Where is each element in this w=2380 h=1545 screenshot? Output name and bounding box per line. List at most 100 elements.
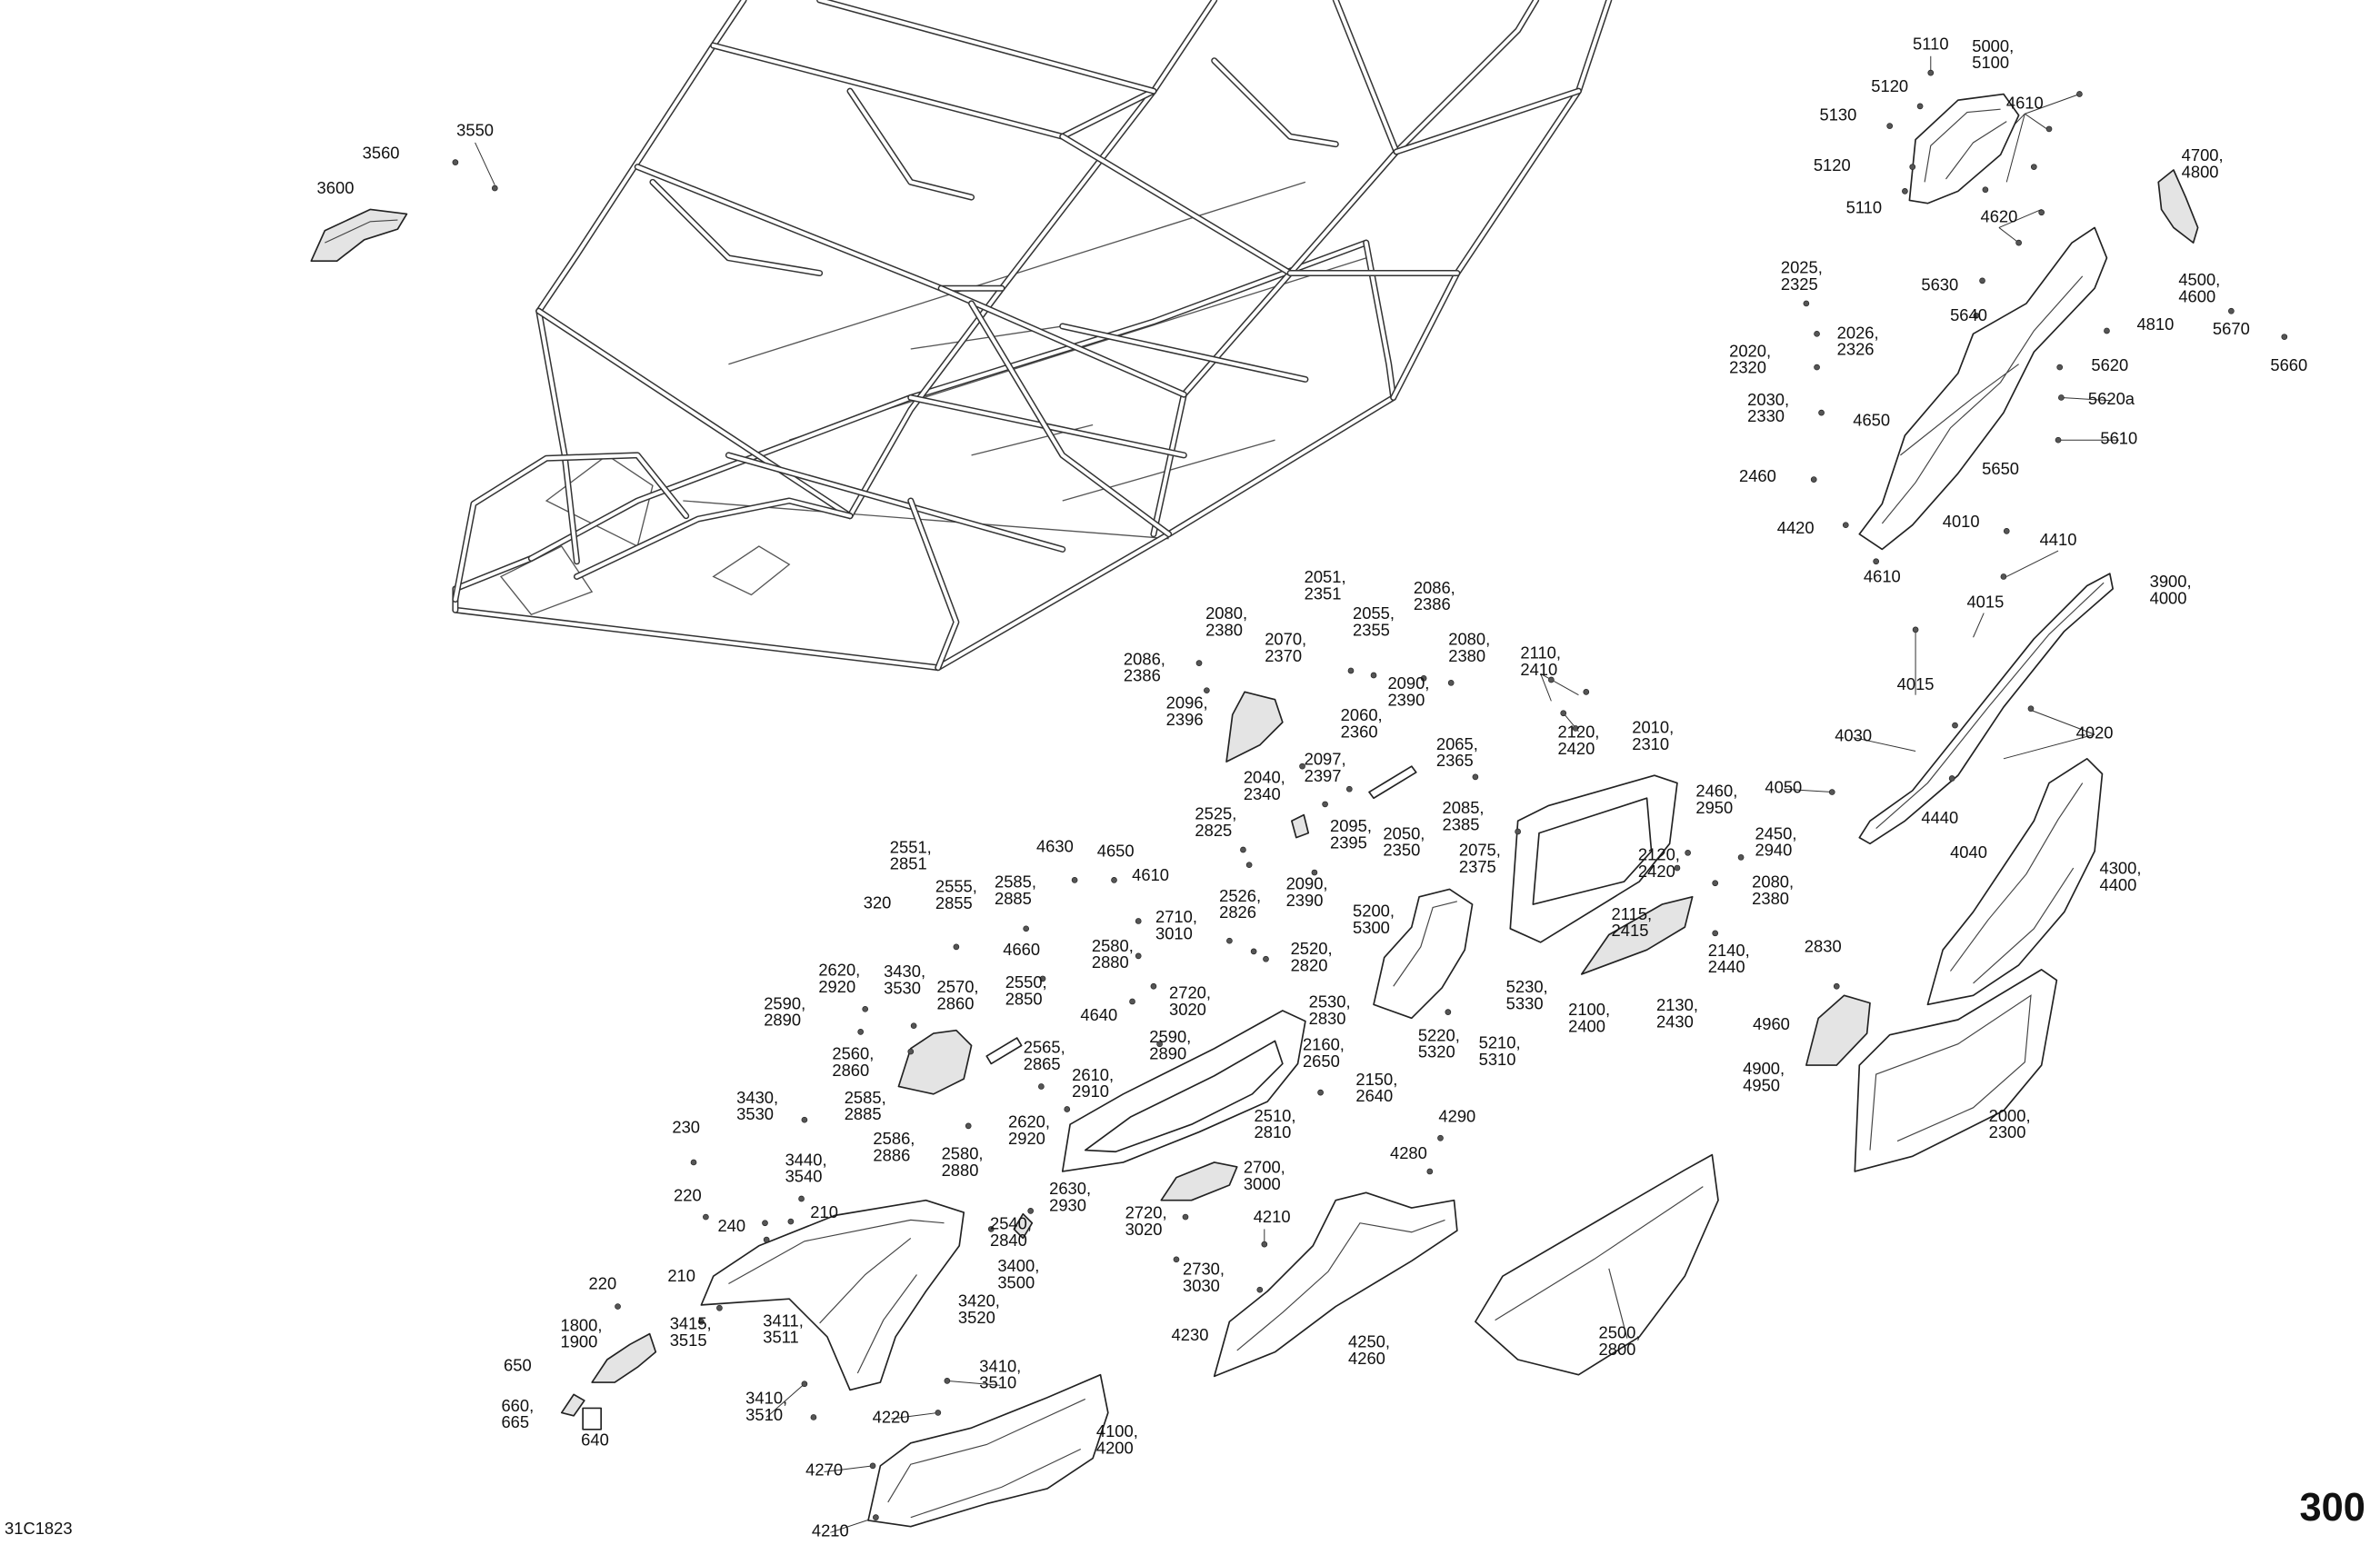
leader-line <box>1998 227 2019 244</box>
callout-230: 230 <box>672 1119 701 1138</box>
callout-2620: 2620, 2920 <box>1008 1113 1050 1149</box>
fastener-icon <box>862 1005 869 1012</box>
callout-4020: 4020 <box>2075 724 2114 743</box>
fastener-icon <box>1240 846 1246 853</box>
callout-2050: 2050, 2350 <box>1383 825 1425 861</box>
callout-210: 210 <box>667 1267 695 1287</box>
fastener-icon <box>1347 667 1355 674</box>
callout-2520: 2520, 2820 <box>1290 941 1333 976</box>
callout-2086: 2086, 2386 <box>1123 651 1165 686</box>
frame-tube <box>650 180 822 275</box>
rear-door-part <box>1854 969 2058 1172</box>
fastener-icon <box>1842 522 1849 529</box>
frame-tube <box>726 453 1065 552</box>
fastener-icon <box>2228 307 2235 314</box>
fastener-icon <box>2281 334 2288 340</box>
callout-2700: 2700, 3000 <box>1243 1159 1285 1195</box>
callout-2450: 2450, 2940 <box>1755 825 1797 861</box>
callout-5670: 5670 <box>2212 321 2250 340</box>
callout-2096: 2096, 2396 <box>1165 694 1208 731</box>
rocker-strip-part <box>1858 573 2114 845</box>
callout-4630: 4630 <box>1035 838 1074 857</box>
leader-line <box>2025 113 2050 132</box>
fastener-icon <box>1263 955 1269 962</box>
door-frame-opening <box>1532 797 1653 905</box>
callout-2530: 2530, 2830 <box>1308 993 1351 1030</box>
fastener-icon <box>1982 186 1989 194</box>
fastener-icon <box>1927 69 1935 76</box>
callout-2540: 2540, 2840 <box>989 1215 1032 1251</box>
callout-3411: 3411, 3511 <box>763 1312 804 1348</box>
fastener-icon <box>1250 948 1257 955</box>
frame-tube <box>1334 0 1399 154</box>
leader-line <box>1540 673 1552 702</box>
rear-fender-detail <box>1881 275 2084 524</box>
leader-line <box>2006 550 2059 577</box>
callout-2000: 2000, 2300 <box>1988 1107 2031 1143</box>
fastener-icon <box>1064 1106 1071 1112</box>
frame-tube <box>939 286 1186 397</box>
frame-tube <box>453 608 940 670</box>
fastener-icon <box>987 1226 995 1232</box>
callout-2040: 2040, 2340 <box>1243 769 1285 804</box>
fastener-icon <box>1420 674 1427 682</box>
callout-2110: 2110, 2410 <box>1520 644 1561 680</box>
frame-tube <box>1151 0 1538 536</box>
callout-4960: 4960 <box>1753 1015 1790 1034</box>
rear-door-detail <box>1869 994 2032 1151</box>
fastener-icon <box>798 1195 805 1202</box>
fastener-icon <box>1548 676 1555 683</box>
fastener-icon <box>698 1318 705 1325</box>
callout-2550: 2550, 2850 <box>1005 973 1047 1010</box>
callout-2085: 2085, 2385 <box>1442 799 1485 835</box>
callout-2140: 2140, 2440 <box>1707 942 1750 978</box>
callout-5210: 5210, 5310 <box>1478 1034 1521 1071</box>
callout-660: 660, 665 <box>501 1397 535 1433</box>
callout-2120: 2120, 2420 <box>1637 846 1680 882</box>
fastener-icon <box>787 1218 795 1225</box>
fastener-icon <box>1818 409 1825 416</box>
leader-line <box>1853 736 1916 752</box>
fastener-icon <box>1737 854 1745 861</box>
callout-5130: 5130 <box>1819 106 1857 125</box>
fastener-icon <box>1952 722 1958 729</box>
callout-2555: 2555, 2855 <box>935 878 977 914</box>
callout-5120: 5120 <box>1813 156 1851 175</box>
callout-4230: 4230 <box>1171 1327 1209 1346</box>
fastener-icon <box>2038 209 2045 216</box>
fastener-icon <box>1071 877 1078 883</box>
callout-5220: 5220, 5320 <box>1417 1027 1460 1062</box>
fastener-icon <box>1317 1089 1324 1096</box>
upper-panel-detail <box>1924 108 2007 183</box>
callout-4900: 4900, 4950 <box>1743 1061 1785 1096</box>
callout-4610: 4610 <box>1863 568 1901 587</box>
fastener-icon <box>2000 573 2007 580</box>
callout-2090: 2090, 2390 <box>1387 674 1430 711</box>
leader-line <box>891 1411 938 1420</box>
fastener-icon <box>1204 687 1210 694</box>
frame-tube <box>969 301 1171 536</box>
body-panels <box>310 93 2199 1528</box>
fastener-icon <box>1023 925 1030 932</box>
callout-2720: 2720, 3020 <box>1125 1204 1167 1241</box>
reflector-part <box>560 1393 585 1417</box>
fastener-icon <box>1173 1256 1180 1263</box>
callout-3440: 3440, 3540 <box>785 1151 827 1187</box>
fastener-icon <box>1370 672 1377 679</box>
leader-line <box>2003 733 2095 760</box>
leader-line <box>946 1380 1001 1386</box>
callout-2630: 2630, 2930 <box>1049 1180 1092 1216</box>
callout-2830: 2830 <box>1804 938 1842 957</box>
fastener-icon <box>1712 930 1719 937</box>
callout-210: 210 <box>810 1203 838 1222</box>
callout-2580: 2580, 2880 <box>1091 937 1134 973</box>
vehicle-frame <box>452 0 1613 672</box>
callout-2720: 2720, 3020 <box>1169 984 1211 1020</box>
frame-tube <box>536 0 746 314</box>
callout-5000: 5000, 5100 <box>1972 37 2015 74</box>
fastener-icon <box>703 1213 709 1221</box>
fastener-icon <box>2104 327 2110 334</box>
fastener-icon <box>452 159 459 165</box>
callout-3430: 3430, 3530 <box>884 963 926 999</box>
